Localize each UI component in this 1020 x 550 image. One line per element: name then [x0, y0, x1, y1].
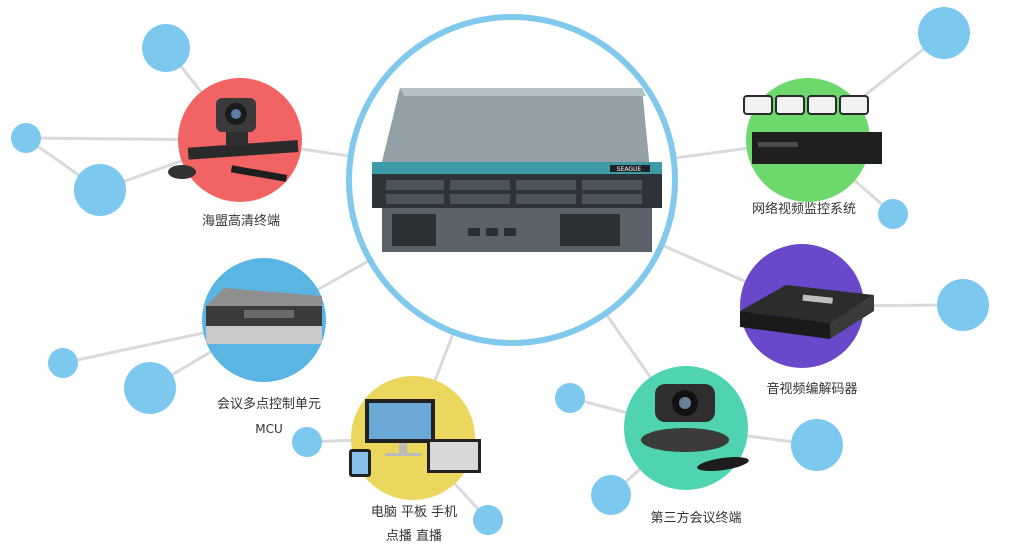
label-mcu: 会议多点控制单元: [216, 397, 321, 412]
bubble-surveillance-1: [878, 199, 908, 229]
multi-device-icon: [349, 399, 481, 477]
bubble-third-party-0: [555, 383, 585, 413]
conference-camera-icon: [641, 384, 749, 471]
bubble-codec-0: [937, 279, 989, 331]
cctv-nvr-icon: [743, 95, 882, 164]
rackmount-server-icon: [372, 88, 662, 252]
bubble-surveillance-0: [918, 7, 970, 59]
bubble-devices-0: [292, 427, 322, 457]
hub-node: [346, 14, 678, 346]
ptz-camera-codec-icon: [168, 98, 299, 182]
label-streaming: 点播 直播: [385, 529, 443, 544]
mcu-server-icon: [206, 288, 322, 344]
label-surveillance: 网络视频监控系统: [751, 202, 856, 217]
bubble-mcu-0: [124, 362, 176, 414]
bubble-hd-terminal-1: [74, 164, 126, 216]
label-devices: 电脑 平板 手机: [370, 505, 458, 520]
label-codec: 音视频编解码器: [766, 382, 858, 397]
label-third-party: 第三方会议终端: [650, 511, 742, 526]
label-mcu-acronym: MCU: [255, 422, 283, 436]
label-hd-terminal: 海盟高清终端: [201, 214, 280, 229]
bubble-mcu-1: [48, 348, 78, 378]
encoder-box-icon: [740, 285, 874, 339]
bubble-devices-1: [473, 505, 503, 535]
bubble-third-party-1: [591, 475, 631, 515]
hub-brand-label: SEAGUE: [617, 166, 642, 173]
bubble-hd-terminal-2: [11, 123, 41, 153]
bubble-third-party-2: [791, 419, 843, 471]
bubble-hd-terminal-0: [142, 24, 190, 72]
